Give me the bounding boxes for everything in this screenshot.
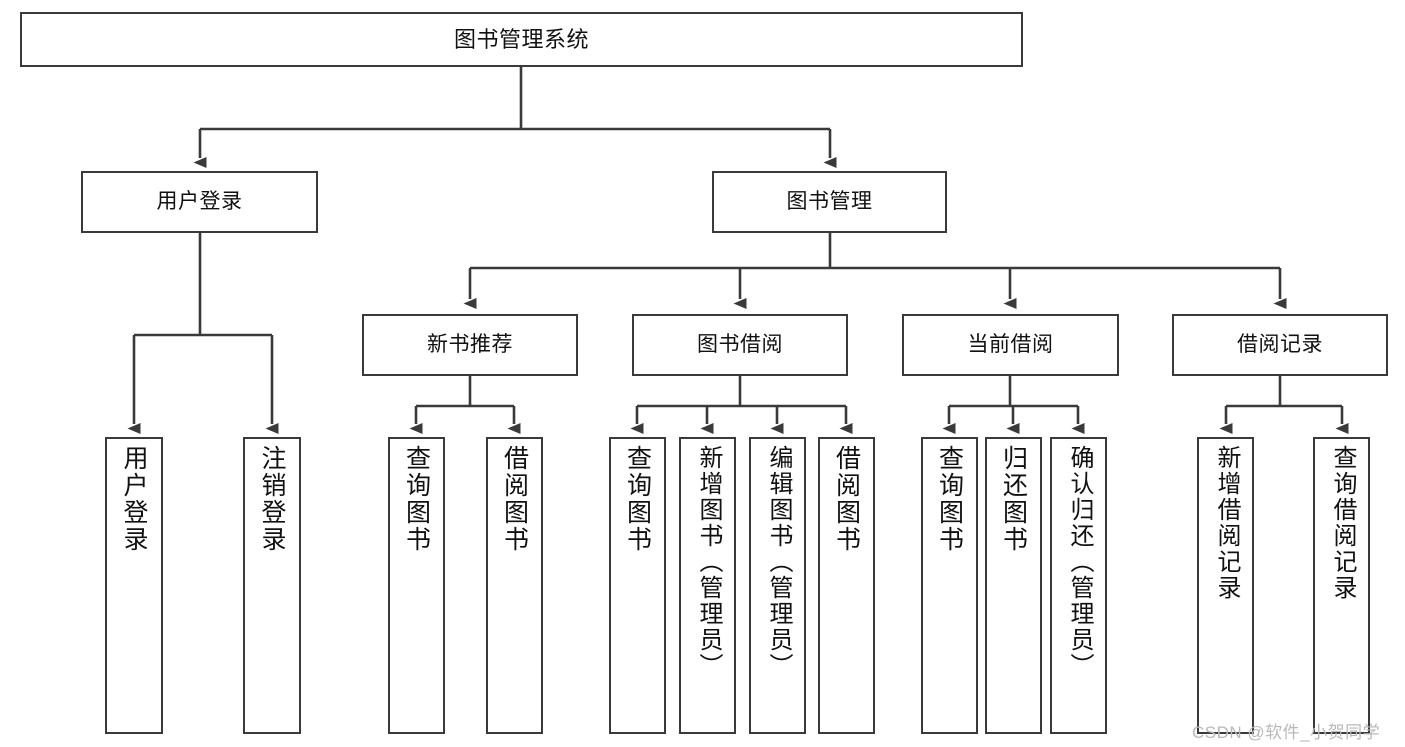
- node-label: 新书推荐: [427, 332, 513, 356]
- node-leaf-add-borrow-record[interactable]: 新增借阅记录: [1197, 437, 1254, 734]
- node-label: 查询图书: [623, 445, 652, 553]
- node-leaf-query-borrow-record[interactable]: 查询借阅记录: [1313, 437, 1370, 734]
- node-borrow-record[interactable]: 借阅记录: [1172, 314, 1388, 376]
- node-book-management[interactable]: 图书管理: [712, 171, 947, 233]
- node-label: 用户登录: [120, 445, 148, 553]
- node-label: 确认归还（管理员）: [1065, 445, 1093, 679]
- node-leaf-add-book-admin[interactable]: 新增图书（管理员）: [679, 437, 736, 734]
- node-label: 注销登录: [258, 445, 286, 553]
- node-leaf-borrow-book-1[interactable]: 借阅图书: [486, 437, 543, 734]
- watermark: CSDN @软件_小贺同学: [1192, 723, 1381, 742]
- node-leaf-query-book-2[interactable]: 查询图书: [609, 437, 666, 734]
- node-label: 当前借阅: [967, 332, 1054, 356]
- node-label: 查询图书: [935, 445, 964, 553]
- node-label: 查询图书: [402, 445, 431, 553]
- node-label: 归还图书: [999, 445, 1028, 553]
- node-label: 借阅图书: [832, 445, 861, 553]
- node-new-book-recommend[interactable]: 新书推荐: [362, 314, 578, 376]
- node-current-borrow[interactable]: 当前借阅: [902, 314, 1119, 376]
- node-leaf-query-book-1[interactable]: 查询图书: [388, 437, 445, 734]
- node-book-borrow[interactable]: 图书借阅: [632, 314, 848, 376]
- node-label: 新增借阅记录: [1212, 445, 1240, 601]
- node-leaf-confirm-return-admin[interactable]: 确认归还（管理员）: [1050, 437, 1107, 734]
- node-label: 图书管理: [786, 189, 873, 213]
- node-label: 借阅图书: [500, 445, 529, 553]
- node-root-book-management-system[interactable]: 图书管理系统: [20, 12, 1023, 67]
- node-label: 查询借阅记录: [1328, 445, 1356, 601]
- node-label: 借阅记录: [1237, 332, 1323, 356]
- node-leaf-user-login[interactable]: 用户登录: [105, 437, 163, 734]
- node-label: 图书管理系统: [453, 26, 589, 52]
- node-leaf-query-book-3[interactable]: 查询图书: [921, 437, 978, 734]
- node-label: 新增图书（管理员）: [694, 445, 722, 679]
- node-label: 编辑图书（管理员）: [764, 445, 792, 679]
- node-leaf-edit-book-admin[interactable]: 编辑图书（管理员）: [749, 437, 806, 734]
- node-leaf-logout-login[interactable]: 注销登录: [243, 437, 301, 734]
- node-leaf-borrow-book-2[interactable]: 借阅图书: [818, 437, 875, 734]
- node-label: 图书借阅: [697, 332, 783, 356]
- node-label: 用户登录: [156, 189, 243, 213]
- node-leaf-return-book[interactable]: 归还图书: [985, 437, 1042, 734]
- node-user-login[interactable]: 用户登录: [81, 171, 318, 233]
